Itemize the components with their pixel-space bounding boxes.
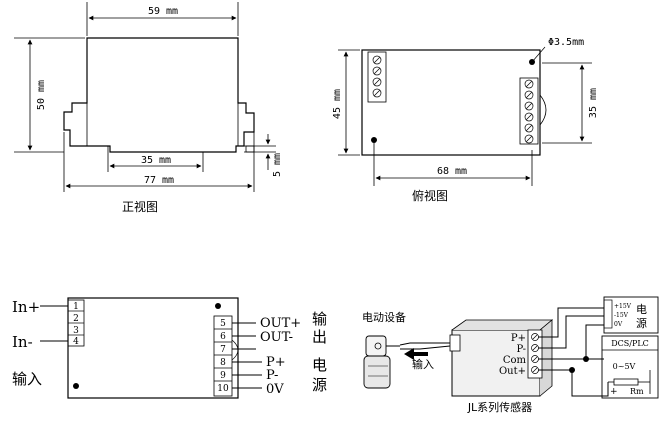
- connection-input-label: 输入: [412, 357, 434, 371]
- output-label-1: 输: [312, 310, 327, 328]
- front-view-caption: 正视图: [122, 199, 158, 214]
- front-width-label: 59 mm: [148, 6, 178, 17]
- left-terminal-3: 3: [73, 326, 79, 336]
- wiring-hole-top-right: [215, 303, 221, 309]
- front-total-label: 77 mm: [144, 175, 174, 186]
- device-label: 电动设备: [362, 310, 406, 324]
- zero-v-label: 0V: [266, 382, 284, 397]
- front-foot-label: 5 mm: [272, 153, 283, 177]
- top-view: [338, 46, 592, 186]
- top-width-label: 68 mm: [437, 166, 467, 177]
- power-label-2: 源: [312, 376, 327, 394]
- out-minus-label: OUT-: [260, 330, 293, 345]
- right-terminal-8: 8: [220, 358, 226, 368]
- sensor-terminal-com: Com: [503, 355, 527, 366]
- junction-dot-1: [583, 356, 589, 362]
- output-label-2: 出: [312, 328, 327, 346]
- psu-title-1: 电: [636, 303, 647, 316]
- sensor-terminal-p-minus: P-: [516, 344, 526, 355]
- sensor-caption: JL系列传感器: [467, 400, 532, 414]
- connection-diagram: [363, 296, 659, 399]
- power-label-1: 电: [312, 356, 327, 374]
- junction-dot-2: [569, 367, 575, 373]
- left-terminal-2: 2: [73, 314, 79, 324]
- dcs-resistor-label: Rm: [630, 387, 644, 396]
- p-minus-label: P-: [266, 368, 278, 383]
- left-terminal-4: 4: [73, 337, 79, 347]
- in-minus-label: In-: [12, 333, 33, 351]
- top-view-caption: 俯视图: [412, 188, 448, 203]
- wiring-input-label: 输入: [12, 370, 42, 388]
- top-inner-height-label: 35 mm: [588, 88, 599, 118]
- dcs-title: DCS/PLC: [611, 339, 649, 348]
- p-plus-label: P+: [266, 355, 286, 370]
- dcs-plus: +: [610, 387, 618, 397]
- mount-hole-top-right: [529, 59, 535, 65]
- mount-hole-bottom-left: [371, 137, 377, 143]
- right-terminal-6: 6: [220, 332, 226, 342]
- psu-minus-15v: -15V: [614, 312, 629, 319]
- dcs-range: 0~5V: [613, 362, 636, 371]
- front-rail-label: 35 mm: [141, 155, 171, 166]
- psu-title-2: 源: [636, 316, 647, 330]
- top-height-label: 45 mm: [332, 89, 343, 119]
- right-terminal-7: 7: [220, 345, 226, 355]
- front-view: [14, 2, 276, 192]
- wiring-diagram: [40, 297, 262, 399]
- front-height-label: 50 mm: [36, 80, 47, 110]
- right-terminal-10: 10: [217, 384, 229, 394]
- sensor-terminal-out-plus: Out+: [499, 366, 526, 377]
- right-terminal-9: 9: [220, 371, 226, 381]
- psu-plus-15v: +15V: [614, 303, 632, 310]
- wiring-hole-bottom-left: [73, 383, 79, 389]
- out-plus-label: OUT+: [260, 316, 301, 331]
- top-hole-label: Φ3.5mm: [548, 37, 584, 48]
- right-terminal-5: 5: [220, 319, 226, 329]
- sensor-terminal-p-plus: P+: [511, 333, 526, 344]
- left-terminal-1: 1: [73, 302, 79, 312]
- in-plus-label: In+: [12, 298, 40, 316]
- psu-0v: 0V: [614, 321, 623, 328]
